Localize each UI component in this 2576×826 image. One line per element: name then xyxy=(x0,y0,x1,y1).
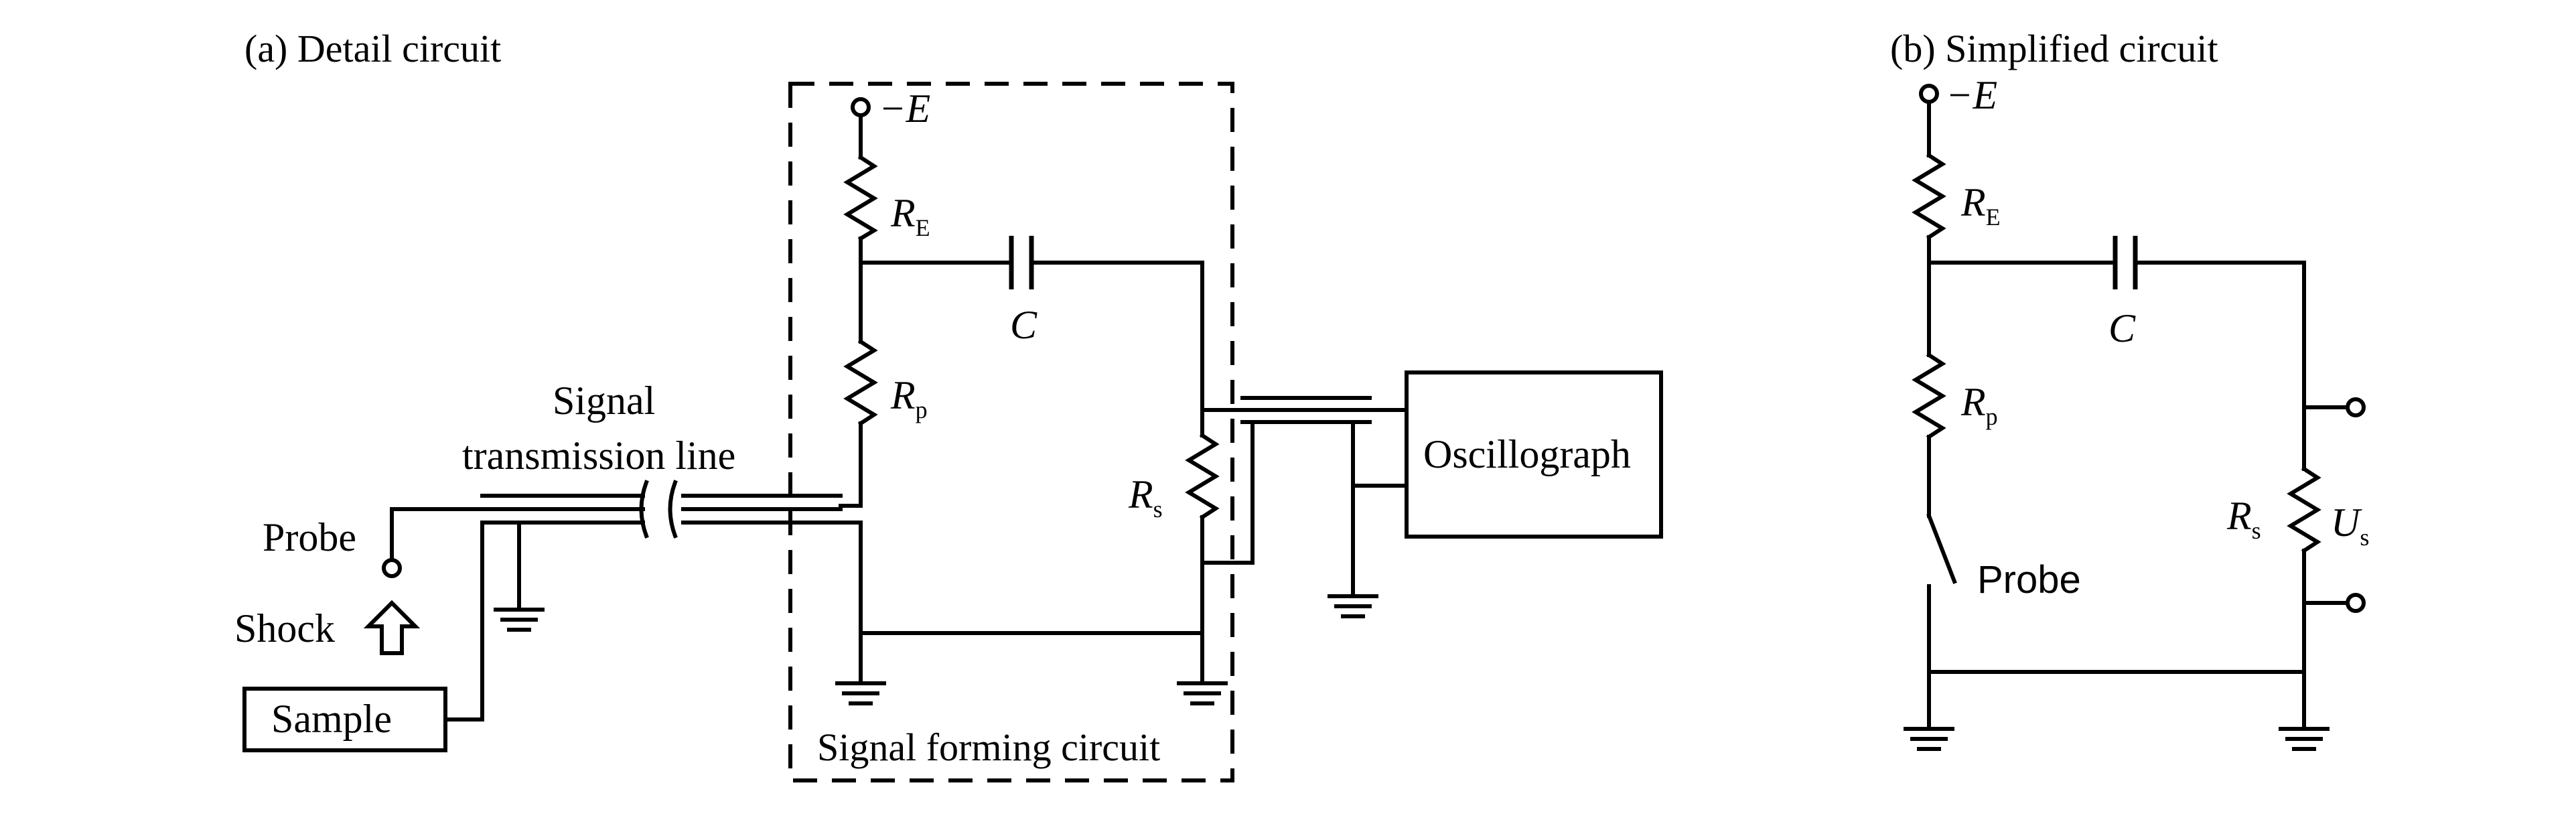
cap-label-b: C xyxy=(2108,306,2136,350)
line-label-2: transmission line xyxy=(462,433,735,478)
wire-osc-ground xyxy=(1351,420,1409,598)
supply-terminal-a xyxy=(851,97,871,117)
ground-left-a xyxy=(835,681,886,705)
resistor-rs-a xyxy=(1185,432,1220,521)
signal-forming-box xyxy=(788,82,1234,782)
wire-return-inner xyxy=(839,521,863,685)
ground-left-b xyxy=(1904,727,1954,751)
output-terminal-bottom-b xyxy=(2346,593,2366,613)
panel-b: (b) Simplified circuit −E Probe RE Rp C … xyxy=(1890,27,2369,751)
wire-sample xyxy=(443,521,484,721)
panel-a-title: (a) Detail circuit xyxy=(244,27,501,70)
supply-label-a: −E xyxy=(879,86,930,131)
resistor-rp-a xyxy=(843,338,878,427)
supply-label-b: −E xyxy=(1946,73,1997,117)
shock-label: Shock xyxy=(234,606,335,650)
oscillograph-box xyxy=(1405,370,1663,539)
re-label-b: RE xyxy=(1960,180,2001,230)
probe-switch-b xyxy=(1926,513,1957,584)
sample-label: Sample xyxy=(271,697,392,741)
rs-label-b: Rs xyxy=(2226,494,2261,544)
resistor-re-a xyxy=(843,154,878,242)
ground-right-b xyxy=(2279,727,2330,751)
probe-label-b: Probe xyxy=(1977,558,2081,602)
resistor-rp-b xyxy=(1912,352,1946,440)
rs-label-a: Rs xyxy=(1128,472,1163,523)
sample-box xyxy=(242,687,447,752)
line-label-1: Signal xyxy=(553,378,655,423)
wire-rp-line xyxy=(839,421,863,508)
us-label-b: Us xyxy=(2331,500,2369,551)
output-terminal-top-b xyxy=(2346,397,2366,417)
probe-terminal-a xyxy=(382,558,402,578)
resistor-rs-b xyxy=(2287,466,2321,554)
line-break-right xyxy=(668,480,678,539)
supply-terminal-b xyxy=(1919,84,1939,104)
re-label-a: RE xyxy=(890,191,930,241)
panel-b-title: (b) Simplified circuit xyxy=(1890,27,2218,70)
cap-label-a: C xyxy=(1010,303,1037,347)
wire-b-cap-right xyxy=(2133,261,2306,471)
wire-cap-right xyxy=(1029,261,1204,437)
ground-right-a xyxy=(1177,681,1228,705)
shock-arrow-icon xyxy=(363,600,421,655)
signal-forming-label: Signal forming circuit xyxy=(817,726,1160,769)
ground-osc xyxy=(1328,594,1378,618)
oscillograph-label: Oscillograph xyxy=(1423,432,1631,476)
resistor-re-b xyxy=(1912,152,1946,240)
rp-label-b: Rp xyxy=(1960,380,1998,430)
line-break-left xyxy=(639,480,649,539)
probe-label-a: Probe xyxy=(263,515,356,559)
wire-out-return xyxy=(1200,420,1255,565)
ground-shield xyxy=(494,608,545,632)
rp-label-a: Rp xyxy=(890,373,928,423)
panel-a: (a) Detail circuit Signal forming circui… xyxy=(234,27,1663,782)
